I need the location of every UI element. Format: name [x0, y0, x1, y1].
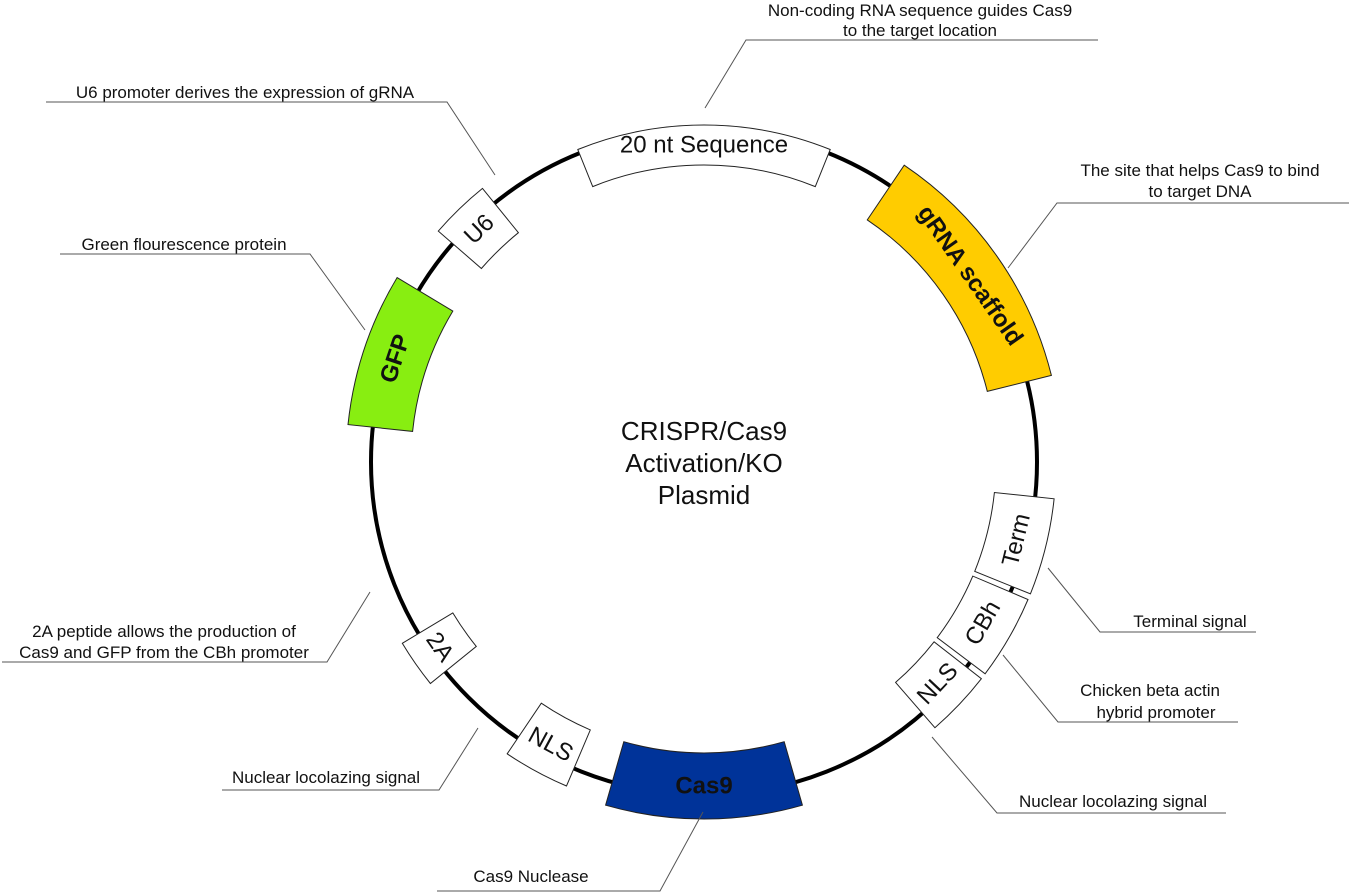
annotation-gfp-line-1: Green flourescence protein	[81, 235, 286, 254]
leader-nls-right	[931, 736, 1226, 814]
annotation-cbh-line-2: hybrid promoter	[1096, 703, 1215, 722]
segment-20nt: 20 nt Sequence	[577, 124, 831, 188]
segment-2a: 2A	[401, 612, 478, 685]
segment-cas9-shape	[604, 741, 804, 820]
title-line-1: CRISPR/Cas9	[621, 416, 787, 446]
annotation-nls-right-line-1: Nuclear locolazing signal	[1019, 792, 1207, 811]
segment-nls-left-shape	[506, 702, 591, 787]
segment-cas9: Cas9	[604, 741, 804, 820]
segment-term-shape	[974, 491, 1055, 595]
leader-u6	[46, 101, 496, 176]
leader-cbh	[1002, 654, 1238, 723]
annotation-nls-left: Nuclear locolazing signal	[232, 768, 420, 787]
plasmid-title: CRISPR/Cas9 Activation/KO Plasmid	[621, 416, 787, 510]
segment-2a-shape	[401, 612, 478, 685]
annotation-term: Terminal signal	[1133, 612, 1246, 631]
annotation-cas9-line-1: Cas9 Nuclease	[473, 867, 588, 886]
leader-term	[1047, 567, 1256, 633]
leader-20nt	[704, 39, 1098, 109]
annotation-cbh-line-1: Chicken beta actin	[1080, 681, 1220, 700]
segment-grna-shape	[866, 164, 1053, 393]
segment-u6: U6	[437, 187, 520, 270]
segment-nls-left: NLS	[506, 702, 591, 787]
annotation-2a: 2A peptide allows the production of Cas9…	[19, 622, 309, 662]
annotation-nls-right: Nuclear locolazing signal	[1019, 792, 1207, 811]
segment-nls-right: NLS	[894, 641, 983, 729]
annotation-u6-line-1: U6 promoter derives the expression of gR…	[76, 83, 415, 102]
segment-20nt-shape	[577, 124, 831, 188]
segment-cas9-label: Cas9	[675, 773, 732, 800]
plasmid-segments: 20 nt SequenceU6GFP2ANLSCas9NLSCBhTermgR…	[347, 124, 1055, 820]
leader-gfp	[60, 253, 366, 331]
annotation-20nt: Non-coding RNA sequence guides Cas9 to t…	[768, 1, 1072, 40]
annotation-20nt-line-1: Non-coding RNA sequence guides Cas9	[768, 1, 1072, 20]
segment-nls-right-shape	[894, 641, 983, 729]
segment-u6-shape	[437, 187, 520, 270]
annotation-leaders	[2, 39, 1349, 892]
annotation-grna: The site that helps Cas9 to bind to targ…	[1080, 161, 1319, 201]
annotation-grna-line-1: The site that helps Cas9 to bind	[1080, 161, 1319, 180]
segment-cbh: CBh	[936, 575, 1029, 675]
annotation-cas9: Cas9 Nuclease	[473, 867, 588, 886]
segment-cbh-shape	[936, 575, 1029, 675]
annotation-2a-line-2: Cas9 and GFP from the CBh promoter	[19, 643, 309, 662]
leader-nls-left	[222, 727, 479, 791]
segment-term: Term	[974, 491, 1055, 595]
annotation-20nt-line-2: to the target location	[843, 21, 997, 40]
leader-2a	[2, 591, 371, 663]
segment-grna: gRNA scaffold	[866, 164, 1053, 393]
annotation-2a-line-1: 2A peptide allows the production of	[32, 622, 296, 641]
annotation-grna-line-2: to target DNA	[1149, 182, 1253, 201]
segment-gfp-shape	[347, 276, 454, 432]
title-line-2: Activation/KO	[625, 448, 783, 478]
annotation-gfp: Green flourescence protein	[81, 235, 286, 254]
leader-cas9	[437, 811, 704, 892]
segment-gfp: GFP	[347, 276, 454, 432]
segment-20nt-label: 20 nt Sequence	[620, 132, 788, 159]
leader-grna	[1007, 202, 1349, 269]
annotation-nls-left-line-1: Nuclear locolazing signal	[232, 768, 420, 787]
annotation-u6: U6 promoter derives the expression of gR…	[76, 83, 415, 102]
annotation-term-line-1: Terminal signal	[1133, 612, 1246, 631]
annotation-cbh: Chicken beta actin hybrid promoter	[1080, 681, 1220, 722]
title-line-3: Plasmid	[658, 480, 750, 510]
